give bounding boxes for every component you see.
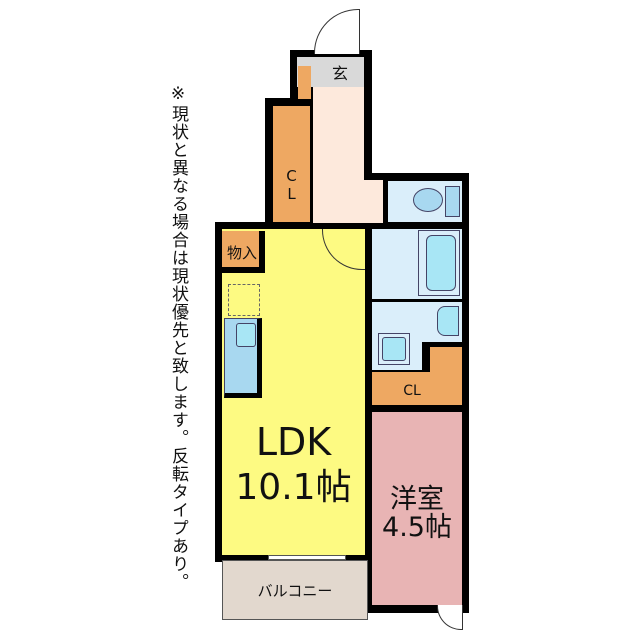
closet-room-upper [430,347,462,377]
bathtub-inner-icon [426,235,456,291]
western-room-size: 4.5帖 [382,511,452,543]
disclaimer-note: ※現状と異なる場合は現状優先と致します。反転タイプあり。 [168,84,188,591]
shoe-cabinet [298,66,311,99]
closet-room [372,372,462,405]
hallway-ext [313,180,383,223]
closet-hall [273,106,310,222]
western-door[interactable] [437,605,463,630]
sink-icon [236,323,256,347]
fridge-space [228,284,260,316]
closet-room-label: CL [403,383,421,399]
washing-machine-drum-icon [382,337,406,361]
closet-hall-text: C L [286,167,297,203]
western-room-name: 洋室 [390,483,444,515]
ldk-size: 10.1帖 [235,467,352,508]
balcony-label: バルコニー [257,581,333,600]
toilet-tank-icon [445,186,460,217]
balcony-window[interactable] [268,555,346,560]
storage [222,231,265,273]
balcony [222,560,368,620]
washbasin-icon [437,306,459,336]
closet-hall-label: C L [273,165,310,205]
toilet-icon [413,188,443,212]
storage-label: 物入 [226,243,257,262]
front-door[interactable] [314,9,360,54]
western-room [372,412,462,605]
ldk-name: LDK [255,420,332,464]
entrance-label: 玄 [331,64,348,83]
